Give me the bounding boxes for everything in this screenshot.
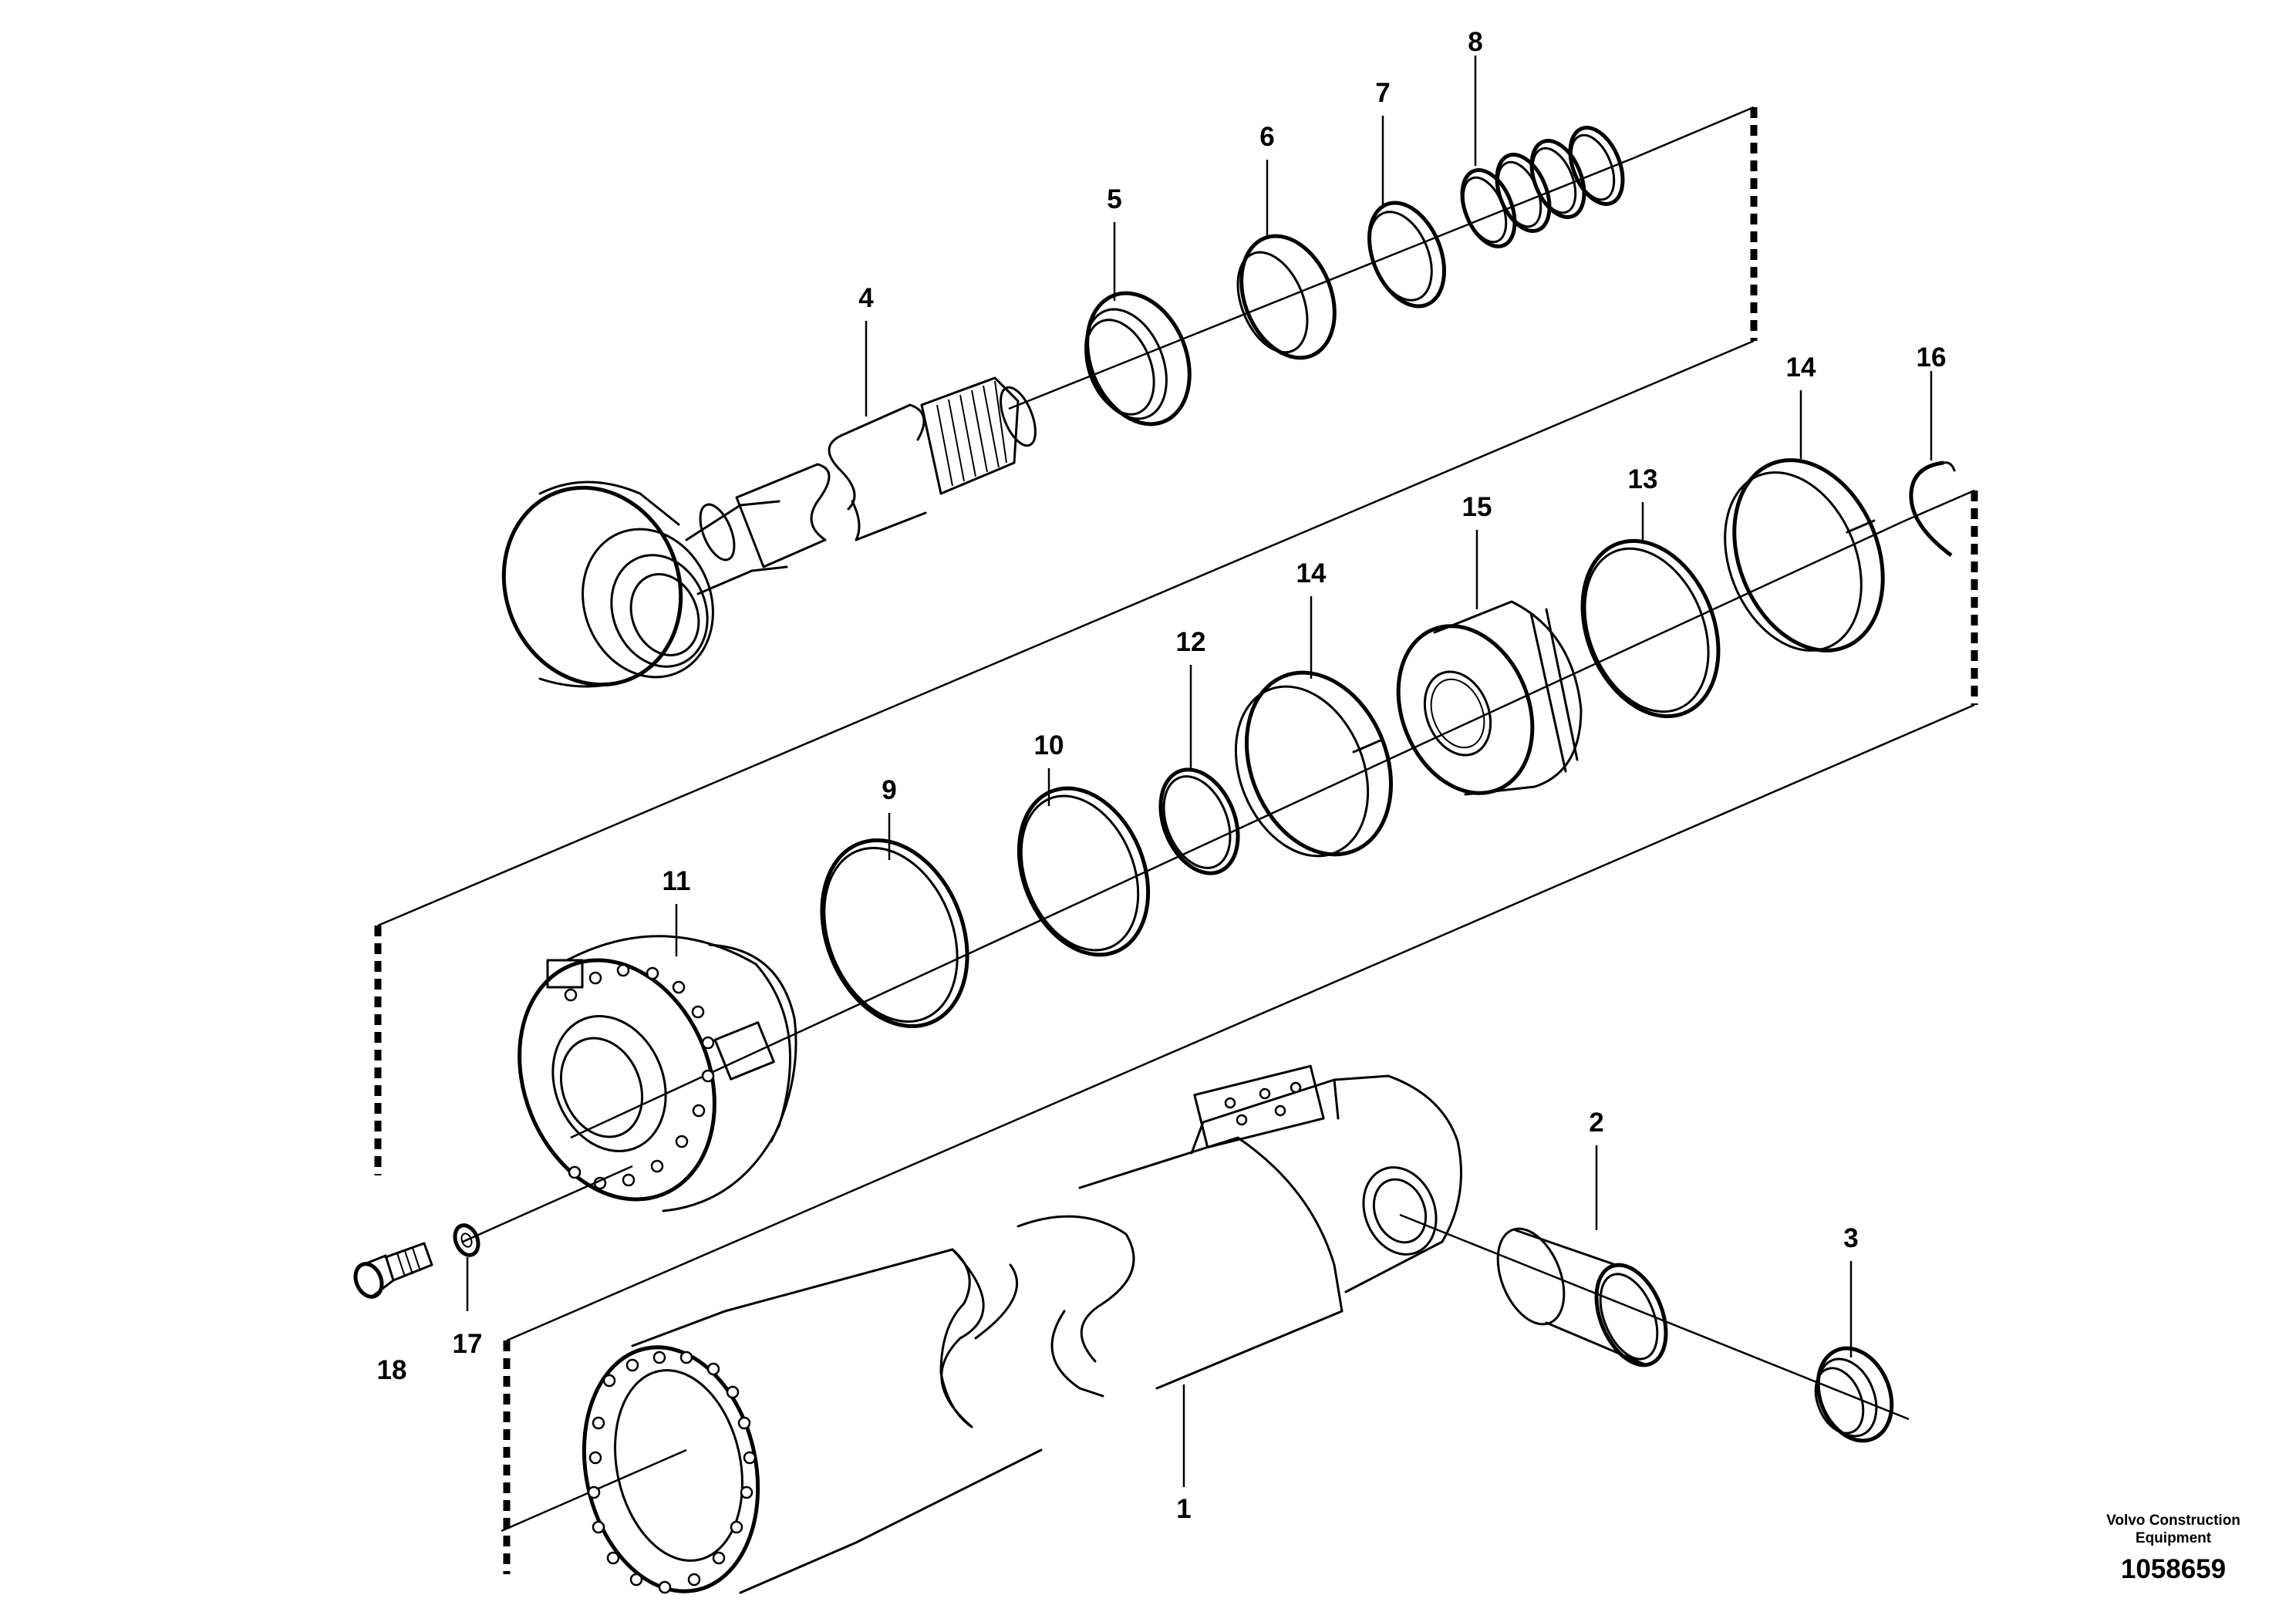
cylinder-head-part-11 — [518, 935, 797, 1212]
callout-13: 13 — [1628, 464, 1658, 494]
callout-6: 6 — [1259, 122, 1274, 152]
seal-part-3 — [1814, 1346, 1894, 1443]
callout-8: 8 — [1468, 27, 1482, 57]
section-connector-lines — [377, 106, 1975, 1342]
bushing-part-5 — [1084, 291, 1192, 427]
callout-4: 4 — [858, 283, 874, 313]
bushing-part-2 — [1496, 1227, 1668, 1367]
washer-part-17 — [453, 1223, 480, 1257]
callout-5: 5 — [1107, 184, 1121, 214]
bolt-part-18 — [353, 1242, 433, 1299]
callout-16: 16 — [1917, 342, 1947, 373]
lock-clip-part-16 — [1909, 460, 1956, 558]
callout-labels: 1 2 3 4 5 6 7 8 9 10 11 12 13 14 14 15 1… — [377, 27, 1947, 1524]
callout-17: 17 — [453, 1329, 483, 1359]
lower-assembly-axis-bolt — [462, 1165, 633, 1243]
callout-3: 3 — [1843, 1223, 1858, 1253]
callout-10: 10 — [1034, 730, 1064, 760]
callout-11: 11 — [663, 866, 691, 896]
callout-18: 18 — [377, 1355, 407, 1385]
callout-14-lower: 14 — [1296, 558, 1327, 588]
callout-7: 7 — [1375, 78, 1390, 108]
callout-12: 12 — [1176, 627, 1206, 657]
ring-part-13 — [1580, 538, 1721, 719]
drawing-footer: Volvo Construction Equipment 1058659 — [2106, 1512, 2240, 1584]
seal-kit-part-8 — [1460, 125, 1625, 249]
company-name-line2: Equipment — [2136, 1530, 2212, 1546]
drawing-number: 1058659 — [2121, 1554, 2226, 1584]
top-assembly-axis — [1008, 157, 1634, 410]
callout-14-upper: 14 — [1786, 352, 1816, 383]
section-frame-middle — [374, 926, 511, 1574]
ring-part-10 — [1017, 786, 1151, 957]
cylinder-tube-part-1 — [582, 1064, 1462, 1594]
section-frame-top — [1750, 107, 1978, 705]
piston-rod-shaft — [735, 376, 1037, 568]
seal-ring-part-7 — [1367, 201, 1446, 309]
piston-part-15 — [1396, 600, 1583, 796]
ring-part-12 — [1158, 767, 1240, 875]
company-name-line1: Volvo Construction — [2106, 1512, 2240, 1529]
ring-part-9 — [820, 838, 969, 1028]
guide-ring-part-14-lower — [1234, 670, 1394, 858]
callout-2: 2 — [1589, 1108, 1603, 1138]
leader-lines — [466, 56, 1933, 1487]
guide-ring-part-14-upper — [1724, 458, 1885, 653]
callout-1: 1 — [1176, 1494, 1191, 1524]
callout-15: 15 — [1462, 492, 1492, 522]
wiper-part-6 — [1236, 234, 1337, 360]
callout-9: 9 — [882, 775, 896, 805]
piston-rod-eye — [501, 481, 788, 688]
